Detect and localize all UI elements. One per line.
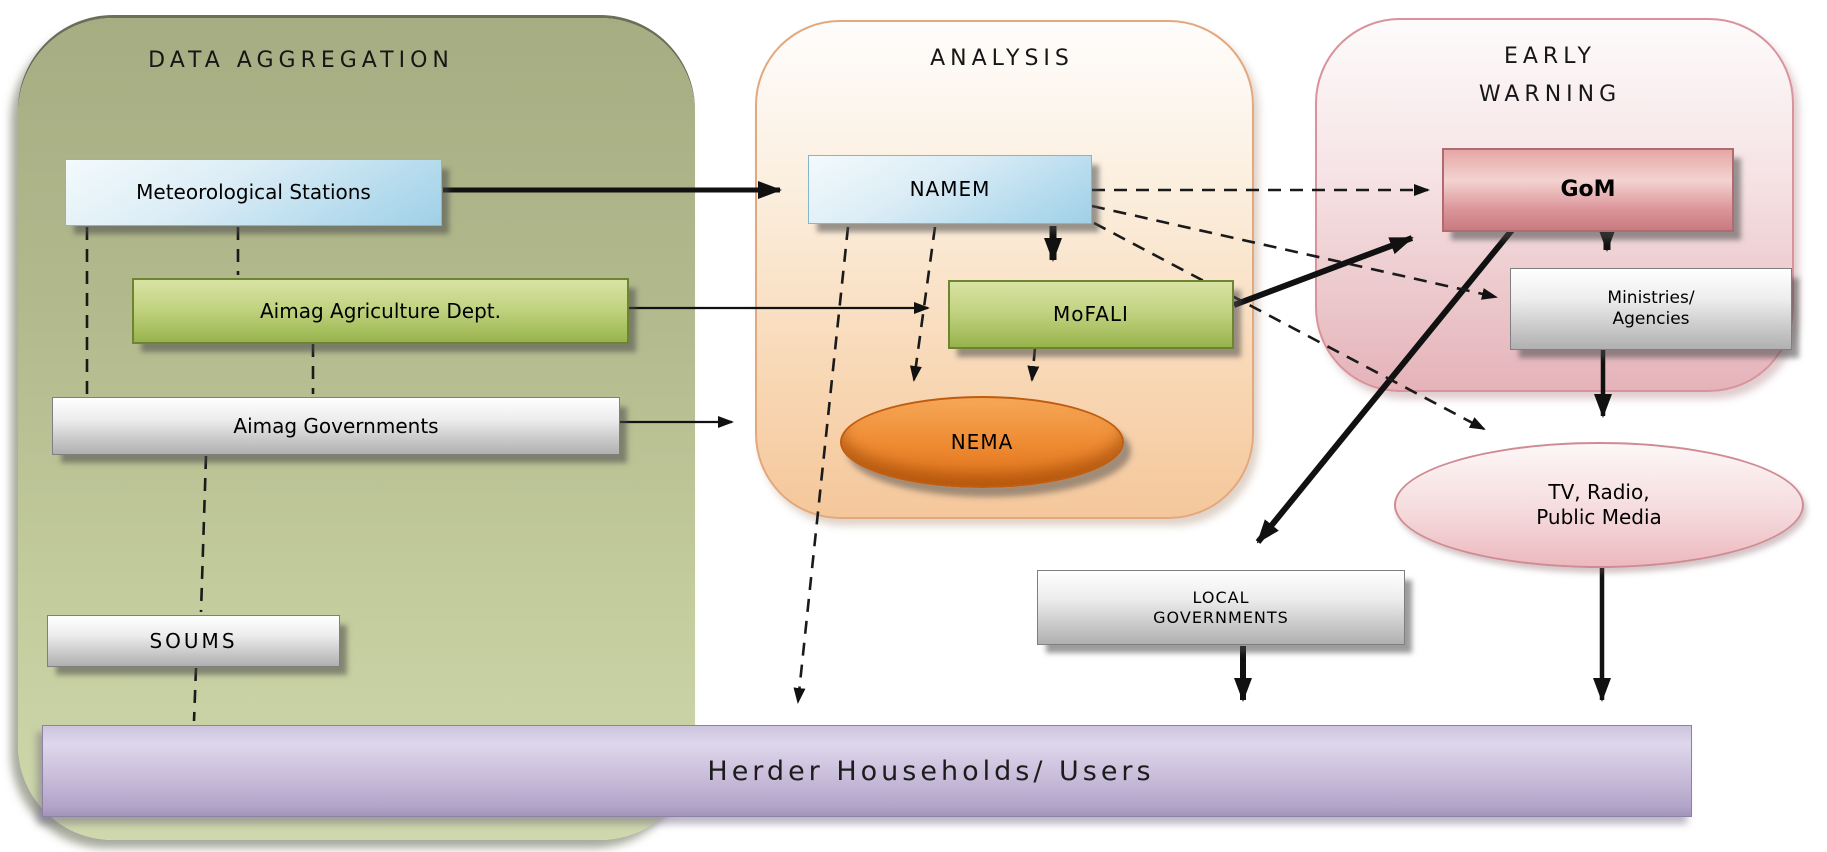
node-aimag-governments: Aimag Governments — [52, 397, 620, 455]
node-nema: NEMA — [840, 396, 1124, 488]
node-gom: GoM — [1442, 148, 1734, 232]
herder-households-bar: Herder Households/ Users — [42, 725, 1692, 817]
panel-title-early-warning-line1: EARLY — [1503, 44, 1596, 69]
node-tv-radio-public-media-line1: TV, Radio, — [1548, 480, 1650, 504]
panel-title-analysis: ANALYSIS — [930, 46, 1074, 71]
node-ministries-agencies: Ministries/ Agencies — [1510, 268, 1792, 350]
panel-title-data-aggregation: DATA AGGREGATION — [148, 48, 454, 73]
herder-households-bar-label: Herder Households/ Users — [707, 755, 1155, 787]
node-ministries-agencies-line2: Agencies — [1612, 309, 1690, 329]
node-ministries-agencies-line1: Ministries/ — [1607, 287, 1695, 308]
panel-title-early-warning: EARLY WARNING — [1400, 38, 1700, 114]
node-local-governments-line1: LOCAL — [1192, 587, 1250, 607]
node-meteorological-stations: Meteorological Stations — [65, 159, 442, 226]
node-aimag-agriculture-dept: Aimag Agriculture Dept. — [132, 278, 629, 344]
node-soums: SOUMS — [47, 615, 340, 667]
node-local-governments-line2: GOVERNMENTS — [1153, 607, 1289, 627]
node-tv-radio-public-media: TV, Radio, Public Media — [1394, 442, 1804, 568]
node-namem: NAMEM — [808, 155, 1092, 224]
node-tv-radio-public-media-line2: Public Media — [1536, 505, 1662, 529]
node-local-governments: LOCAL GOVERNMENTS — [1037, 570, 1405, 645]
node-mofali: MoFALI — [948, 280, 1234, 349]
panel-title-early-warning-line2: WARNING — [1478, 82, 1622, 107]
